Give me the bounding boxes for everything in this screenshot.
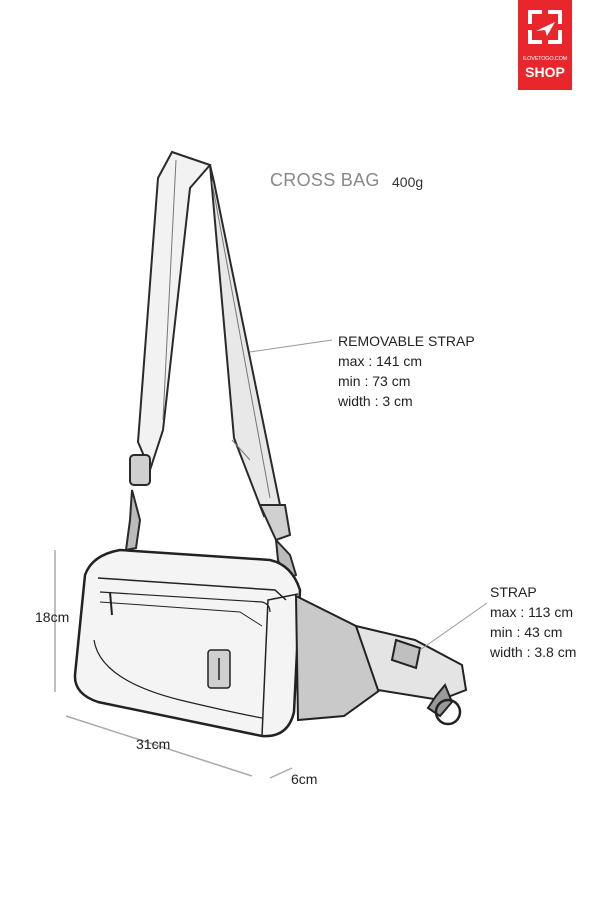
logo-shop-text: SHOP [525,64,565,80]
waist-strap-drawing [294,594,468,726]
logo-url-text: ILOVETOGO.COM [522,56,568,62]
logo-icon [528,10,562,44]
bag-body-drawing [73,548,302,738]
dimension-depth: 6cm [291,771,318,787]
removable-strap-drawing [124,150,298,582]
strap-specs: STRAP max : 113 cm min : 43 cm width : 3… [490,582,576,662]
strap-leader [419,602,488,651]
strap-max: max : 113 cm [490,604,573,620]
strap-width: width : 3.8 cm [490,644,577,660]
removable-strap-width: width : 3 cm [338,393,413,409]
brand-logo[interactable]: ILOVETOGO.COM SHOP [518,0,572,90]
removable-strap-min: min : 73 cm [338,373,411,389]
product-weight: 400g [392,174,424,190]
dimension-height: 18cm [35,609,70,625]
removable-strap-max: max : 141 cm [338,353,423,369]
strap-min: min : 43 cm [490,624,563,640]
product-name: CROSS BAG [270,170,380,190]
removable-strap-leader [249,339,333,353]
dimension-width: 31cm [136,736,171,752]
dimension-lines [54,550,293,779]
removable-strap-specs: REMOVABLE STRAP max : 141 cm min : 73 cm… [338,331,475,411]
removable-strap-title: REMOVABLE STRAP [338,333,475,349]
strap-title: STRAP [490,584,537,600]
